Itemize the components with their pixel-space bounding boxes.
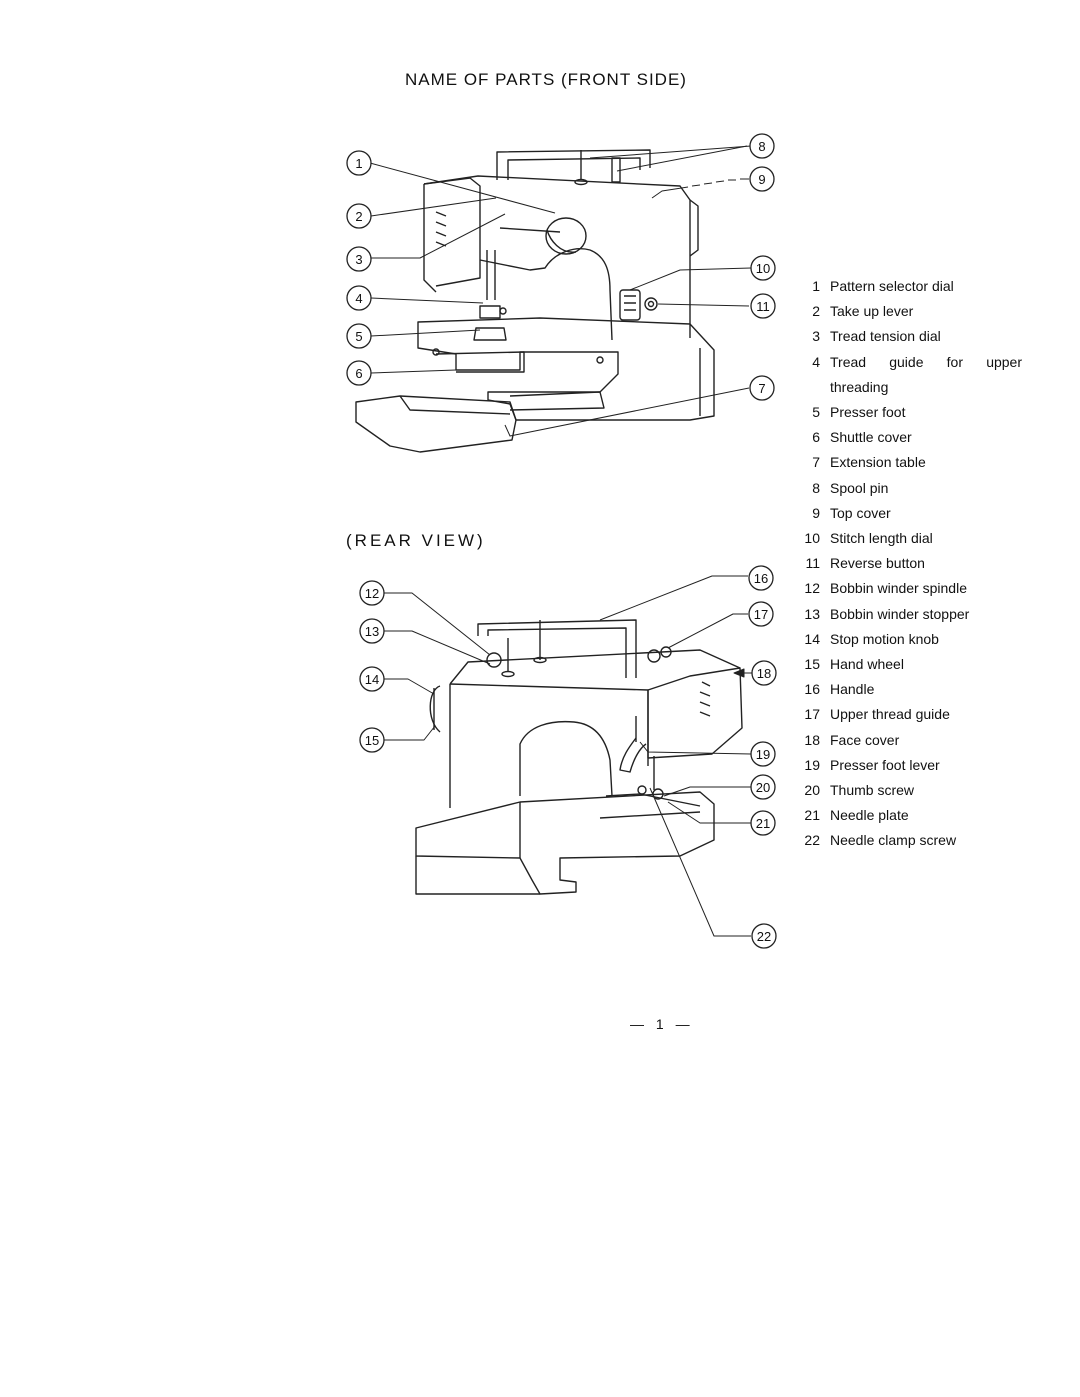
- callout-19: 19: [750, 741, 776, 767]
- callout-11: 11: [750, 293, 776, 319]
- svg-text:22: 22: [757, 929, 771, 944]
- svg-text:5: 5: [355, 329, 362, 344]
- callout-4: 4: [346, 285, 372, 311]
- callout-17: 17: [748, 601, 774, 627]
- svg-text:10: 10: [756, 261, 770, 276]
- callout-5: 5: [346, 323, 372, 349]
- svg-text:3: 3: [355, 252, 362, 267]
- rear-view-machine-drawing: [415, 619, 743, 895]
- callout-18: 18: [751, 660, 777, 686]
- callout-16: 16: [748, 565, 774, 591]
- page-number: — 1 —: [630, 1016, 694, 1032]
- callout-22: 22: [751, 923, 777, 949]
- svg-text:15: 15: [365, 733, 379, 748]
- callout-7: 7: [749, 375, 775, 401]
- svg-text:4: 4: [355, 291, 362, 306]
- svg-text:20: 20: [756, 780, 770, 795]
- callout-21: 21: [750, 810, 776, 836]
- callout-14: 14: [359, 666, 385, 692]
- callout-3: 3: [346, 246, 372, 272]
- callout-8: 8: [749, 133, 775, 159]
- svg-text:6: 6: [355, 366, 362, 381]
- svg-text:11: 11: [756, 299, 770, 314]
- svg-text:9: 9: [758, 172, 765, 187]
- svg-text:12: 12: [365, 586, 379, 601]
- callout-20: 20: [750, 774, 776, 800]
- svg-text:14: 14: [365, 672, 379, 687]
- callout-6: 6: [346, 360, 372, 386]
- callout-10: 10: [750, 255, 776, 281]
- svg-text:18: 18: [757, 666, 771, 681]
- svg-text:13: 13: [365, 624, 379, 639]
- callout-13: 13: [359, 618, 385, 644]
- callout-2: 2: [346, 203, 372, 229]
- svg-text:8: 8: [758, 139, 765, 154]
- svg-text:21: 21: [756, 816, 770, 831]
- callout-1: 1: [346, 150, 372, 176]
- callout-15: 15: [359, 727, 385, 753]
- front-view-machine-drawing: [355, 149, 715, 453]
- svg-text:16: 16: [754, 571, 768, 586]
- leader-lines: [369, 145, 752, 937]
- page-title: NAME OF PARTS (FRONT SIDE): [405, 70, 687, 89]
- svg-text:2: 2: [355, 209, 362, 224]
- rear-view-title: (REAR VIEW): [346, 531, 486, 550]
- svg-text:17: 17: [754, 607, 768, 622]
- callout-12: 12: [359, 580, 385, 606]
- svg-text:1: 1: [355, 156, 362, 171]
- svg-text:19: 19: [756, 747, 770, 762]
- svg-text:7: 7: [758, 381, 765, 396]
- callout-9: 9: [749, 166, 775, 192]
